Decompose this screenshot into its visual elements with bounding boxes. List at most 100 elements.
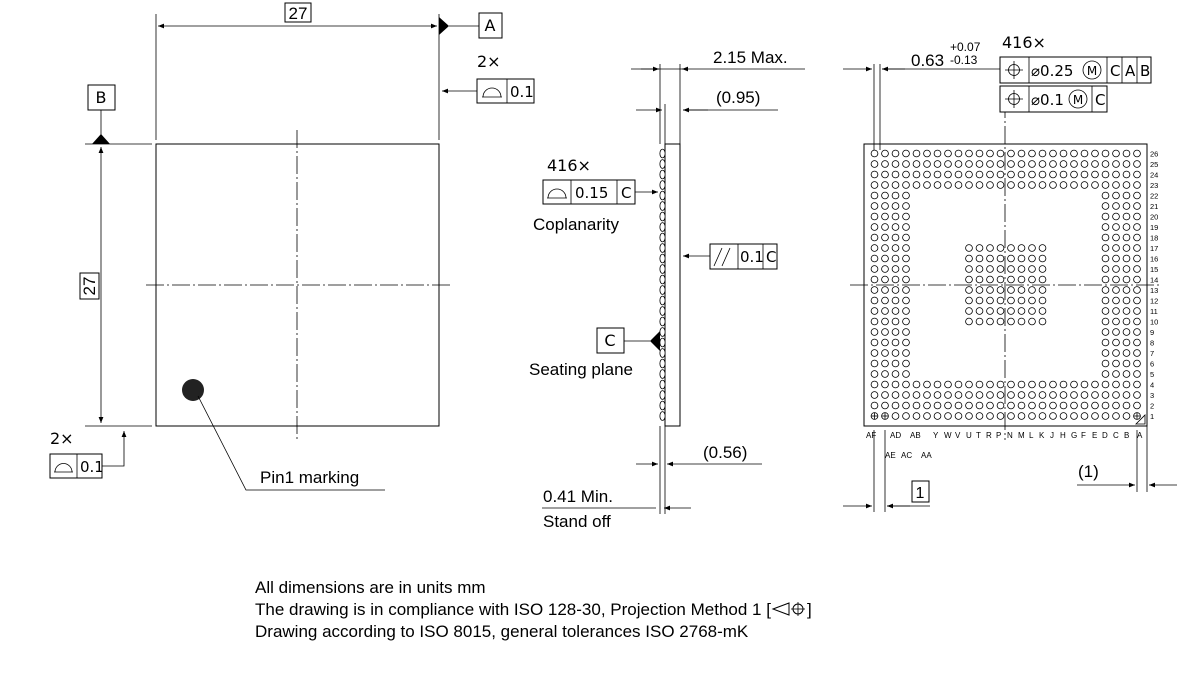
side-solder-ball	[659, 253, 666, 264]
substrate-body	[664, 143, 681, 427]
solder-ball	[870, 265, 879, 273]
solder-ball	[996, 275, 1005, 284]
solder-ball	[1112, 212, 1120, 221]
top-view: 27 A 2× 0.1 B 27 2× 0.1 Pin1 marking	[49, 2, 535, 491]
solder-ball	[1133, 328, 1141, 336]
solder-ball	[1133, 160, 1141, 168]
row-number: 16	[1150, 255, 1158, 264]
solder-ball	[881, 380, 889, 389]
solder-ball	[1101, 212, 1110, 221]
column-letter: R	[986, 431, 992, 440]
position-tolerance-1: ⌀0.25	[1031, 62, 1073, 80]
solder-ball	[965, 275, 973, 284]
solder-ball	[1007, 275, 1015, 284]
solder-ball	[881, 170, 889, 179]
solder-ball	[1028, 181, 1036, 189]
solder-ball	[1112, 412, 1120, 420]
solder-ball	[891, 391, 900, 399]
solder-ball	[1007, 412, 1015, 420]
solder-ball	[902, 223, 910, 231]
solder-ball	[1007, 286, 1015, 294]
column-letter: AD	[890, 431, 901, 440]
column-letter: D	[1102, 431, 1108, 440]
row-number: 26	[1150, 150, 1158, 159]
solder-ball	[881, 338, 889, 347]
solder-ball	[1038, 391, 1047, 399]
solder-ball	[1112, 254, 1120, 263]
row-number: 22	[1150, 192, 1158, 201]
solder-ball	[881, 191, 889, 200]
parallel-value: 0.1	[740, 248, 764, 266]
solder-ball	[954, 170, 963, 179]
solder-ball	[1112, 296, 1120, 305]
solder-ball	[881, 181, 889, 189]
solder-ball	[1017, 412, 1026, 420]
solder-ball	[1017, 380, 1026, 389]
solder-ball	[1038, 170, 1047, 179]
note-units: All dimensions are in units mm	[255, 578, 486, 597]
solder-ball	[923, 160, 931, 168]
solder-ball	[870, 296, 879, 305]
solder-ball	[1101, 359, 1110, 368]
column-letter: AF	[866, 431, 876, 440]
solder-ball	[902, 370, 910, 378]
solder-ball	[975, 391, 984, 399]
solder-ball	[870, 191, 879, 200]
row-number: 13	[1150, 286, 1158, 295]
solder-ball	[996, 401, 1005, 410]
solder-ball	[1028, 170, 1036, 179]
solder-ball	[965, 265, 973, 273]
solder-ball	[1049, 181, 1057, 189]
side-ball-column	[659, 148, 666, 421]
solder-ball	[933, 170, 942, 179]
solder-ball	[965, 401, 973, 410]
solder-ball	[1101, 265, 1110, 273]
row-number: 12	[1150, 297, 1158, 306]
solder-ball	[1112, 149, 1120, 158]
solder-ball	[1038, 307, 1047, 315]
solder-ball	[1059, 412, 1068, 420]
solder-ball	[975, 275, 984, 284]
solder-ball	[891, 317, 900, 326]
solder-ball	[923, 181, 931, 189]
solder-ball	[1091, 412, 1099, 420]
solder-ball	[1122, 254, 1131, 263]
solder-ball	[1122, 202, 1131, 210]
solder-ball	[996, 265, 1005, 273]
solder-ball	[986, 275, 994, 284]
solder-ball	[933, 401, 942, 410]
solder-ball	[902, 412, 910, 420]
solder-ball	[891, 401, 900, 410]
solder-ball	[902, 391, 910, 399]
solder-ball	[1017, 317, 1026, 326]
side-solder-ball	[659, 148, 666, 159]
datum-a-label: A	[485, 16, 496, 35]
profile-bottom-value: 0.1	[80, 458, 104, 476]
solder-ball	[1028, 275, 1036, 284]
note-iso-8015: Drawing according to ISO 8015, general t…	[255, 622, 749, 641]
solder-ball	[881, 349, 889, 357]
solder-ball	[944, 412, 952, 420]
solder-ball	[1017, 244, 1026, 252]
solder-ball	[1028, 149, 1036, 158]
datum-ref: B	[1140, 62, 1150, 80]
solder-ball	[891, 349, 900, 357]
solder-ball	[1122, 191, 1131, 200]
solder-ball	[891, 149, 900, 158]
solder-ball	[1028, 391, 1036, 399]
solder-ball	[891, 265, 900, 273]
ball-diameter-plus: +0.07	[950, 40, 981, 54]
solder-ball	[986, 317, 994, 326]
row-number: 3	[1150, 391, 1154, 400]
solder-ball	[1133, 338, 1141, 347]
solder-ball	[975, 244, 984, 252]
solder-ball	[1038, 286, 1047, 294]
solder-ball	[1122, 380, 1131, 389]
solder-ball	[912, 380, 921, 389]
column-letter: E	[1092, 431, 1097, 440]
substrate-thickness: (0.95)	[716, 88, 760, 107]
solder-ball	[870, 233, 879, 242]
solder-ball	[975, 412, 984, 420]
solder-ball	[1017, 160, 1026, 168]
row-number: 5	[1150, 370, 1154, 379]
